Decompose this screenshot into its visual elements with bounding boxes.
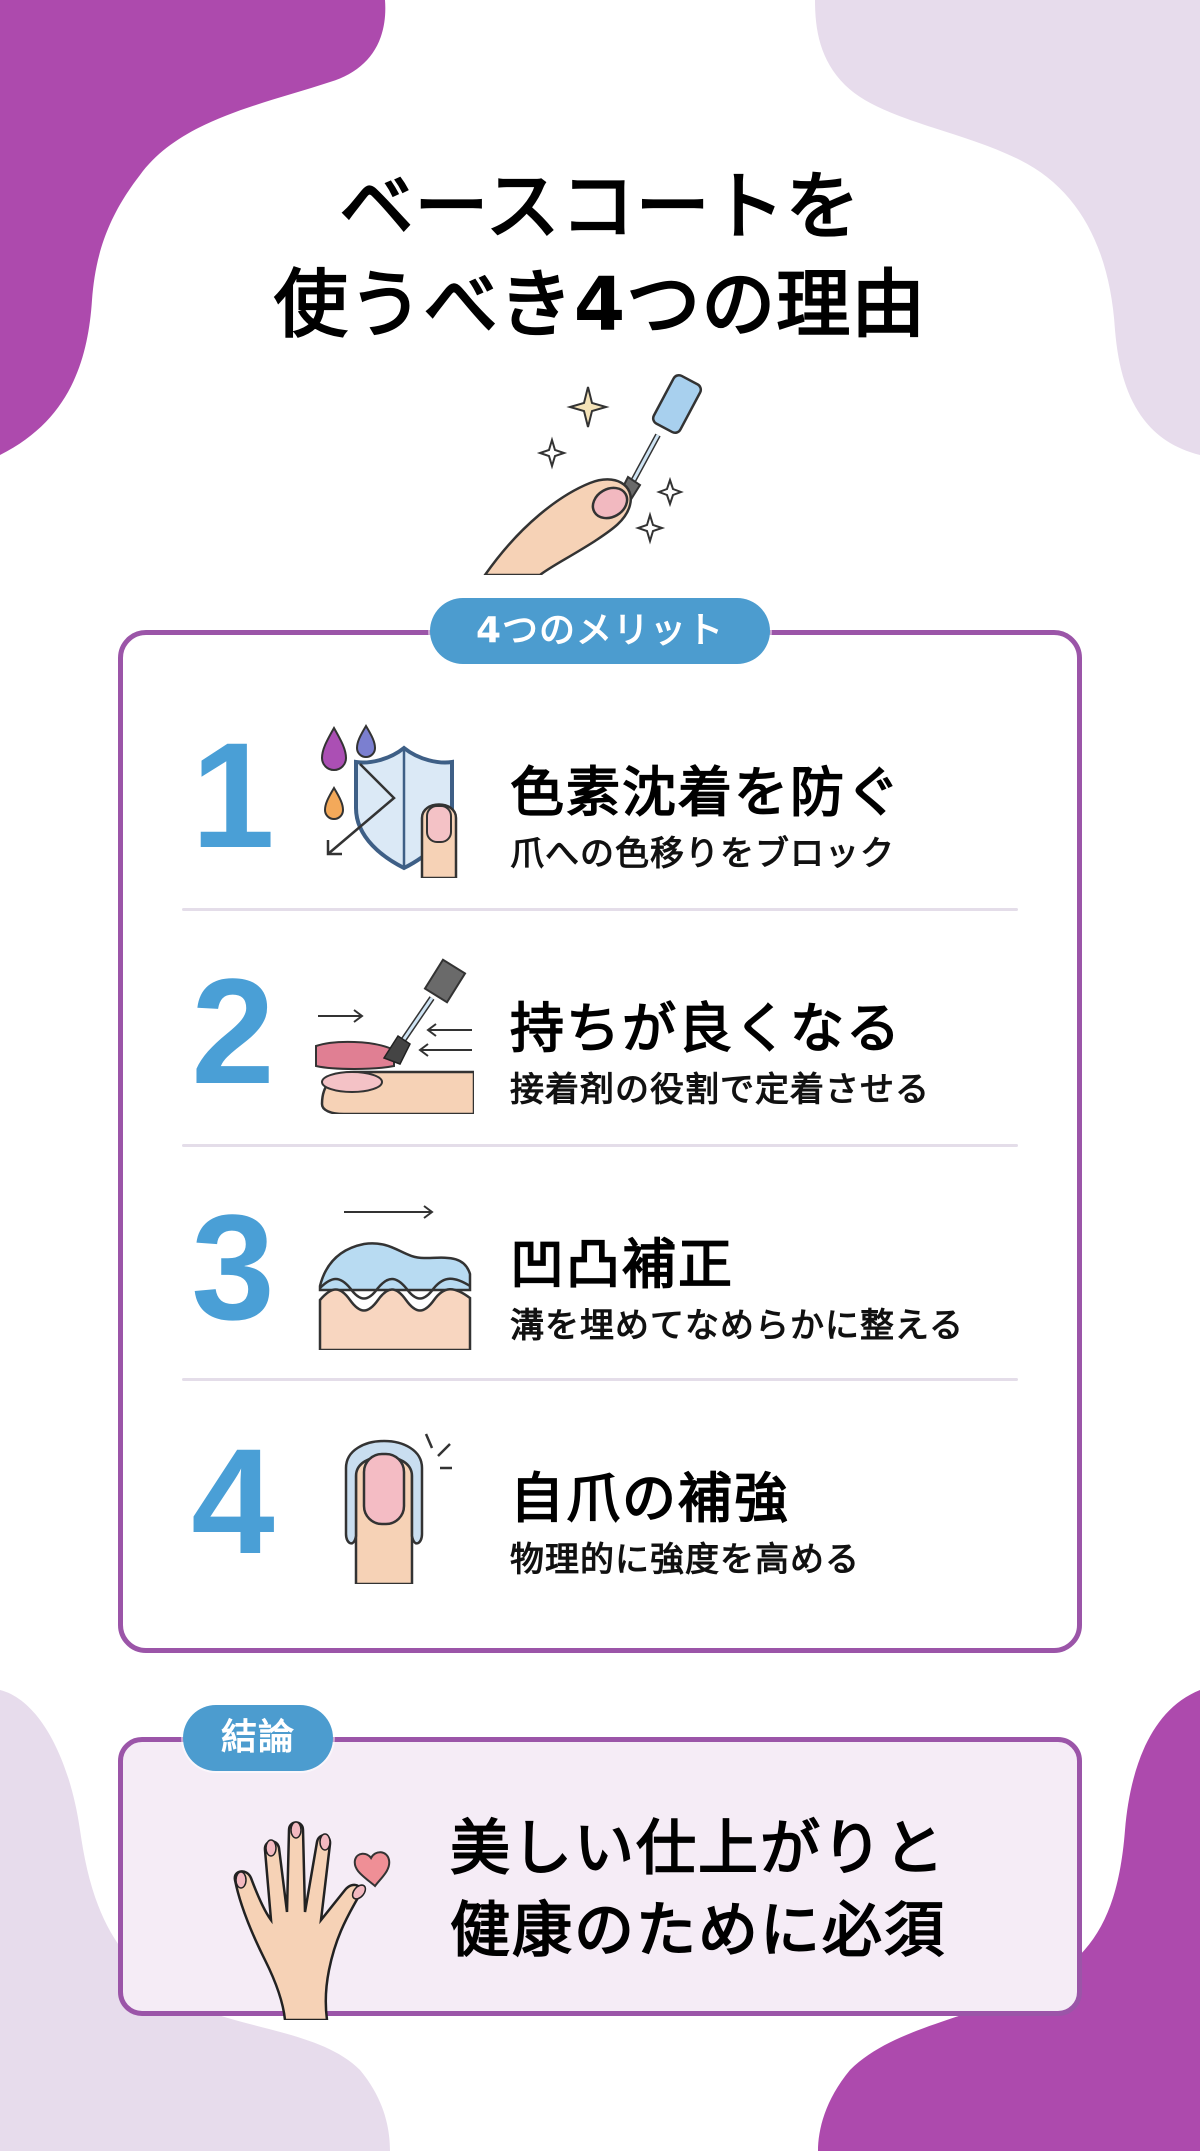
smoothing-layer-icon (318, 1205, 472, 1350)
item-number: 4 (191, 1417, 275, 1585)
sparkle-icon (536, 386, 684, 545)
item-number: 2 (191, 947, 275, 1115)
item-description: 接着剤の役割で定着させる (510, 1070, 930, 1110)
item-heading: 持ちが良くなる (510, 997, 902, 1060)
merits-badge: 4つのメリット (430, 598, 770, 664)
finger (483, 478, 633, 575)
heart-icon (353, 1851, 391, 1888)
page-title: ベースコートを 使うべき4つの理由 (0, 158, 1200, 354)
merits-card (118, 630, 1082, 1653)
item-heading: 色素沈着を防ぐ (510, 761, 902, 824)
divider (182, 1378, 1018, 1381)
blob-top-left (0, 0, 386, 455)
blob-top-right (815, 0, 1200, 455)
conclusion-badge: 結論 (183, 1705, 333, 1771)
merit-item-3: 3 凹凸補正 溝を埋めてなめらかに整える (118, 1150, 1082, 1385)
item-number: 1 (191, 711, 275, 879)
title-line-1: ベースコートを (339, 164, 861, 250)
merit-item-4: 4 自爪の補強 物理的に強度を高める (118, 1384, 1082, 1619)
item-number: 3 (191, 1183, 275, 1351)
item-description: 物理的に強度を高める (510, 1540, 860, 1580)
divider (182, 1144, 1018, 1147)
blob-bottom-left (0, 1690, 390, 2151)
item-description: 爪への色移りをブロック (510, 834, 895, 874)
item-heading: 自爪の補強 (510, 1467, 790, 1530)
hand-heart-icon (233, 1821, 391, 2020)
conclusion-text: 美しい仕上がりと 健康のために必須 (450, 1808, 946, 1972)
title-line-2: 使うべき4つの理由 (273, 262, 927, 348)
merit-item-1: 1 色素沈着を防ぐ 爪への色移りをブロック (118, 678, 1082, 913)
shield-drops-icon (320, 724, 458, 878)
blob-bottom-right (818, 1690, 1200, 2151)
item-description: 溝を埋めてなめらかに整える (510, 1306, 964, 1346)
merit-item-2: 2 持ちが良くなる 接着剤の役割で定着させる (118, 914, 1082, 1149)
reinforced-nail-icon (344, 1433, 452, 1584)
divider (182, 908, 1018, 911)
item-heading: 凹凸補正 (510, 1233, 734, 1296)
polish-bottle-cap (618, 373, 703, 503)
brush-adhesion-icon (315, 958, 474, 1114)
conclusion-line-1: 美しい仕上がりと (450, 1814, 946, 1884)
nail-polish-brush-icon (483, 373, 703, 575)
conclusion-line-2: 健康のために必須 (450, 1896, 946, 1966)
